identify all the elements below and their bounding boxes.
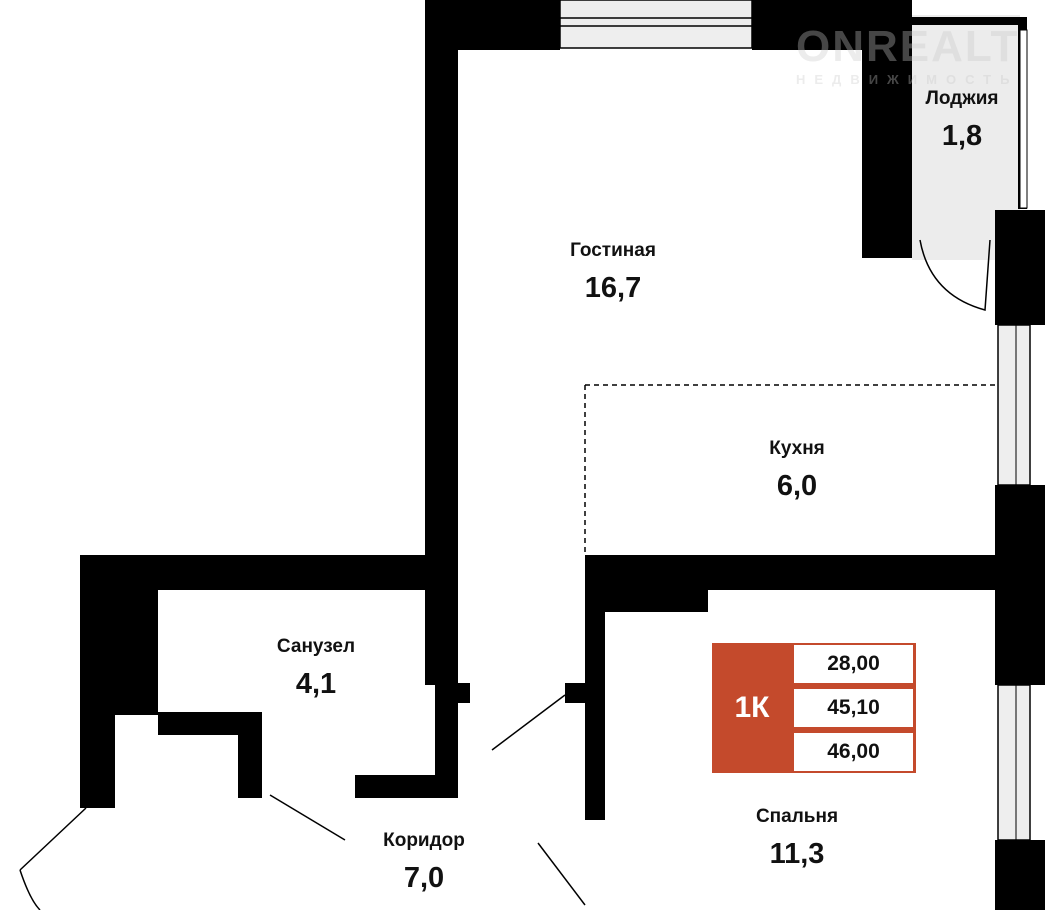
room-name: Санузел — [276, 636, 356, 657]
room-bedroom: Спальня 11,3 — [756, 806, 838, 871]
room-name: Кухня — [769, 438, 825, 459]
wall — [995, 840, 1045, 910]
wall — [435, 685, 458, 797]
door-swing — [19, 807, 87, 910]
loggia-floor — [912, 15, 1020, 210]
room-name: Коридор — [383, 830, 465, 851]
wall — [585, 555, 708, 612]
room-bathroom: Санузел 4,1 — [277, 636, 355, 701]
wall — [158, 712, 262, 735]
wall — [238, 712, 262, 798]
room-corridor: Коридор 7,0 — [383, 830, 465, 895]
living-area-value: 28,00 — [794, 645, 913, 683]
room-area: 1,8 — [941, 120, 983, 152]
room-loggia: Лоджия 1,8 — [926, 88, 999, 153]
watermark: ONREALT НЕДВИЖИМОСТЬ — [730, 22, 1019, 87]
room-living: Гостиная 16,7 — [570, 240, 656, 305]
room-area: 7,0 — [403, 862, 445, 894]
room-name: Гостиная — [570, 240, 656, 261]
door-swing — [537, 842, 586, 906]
wall — [585, 555, 605, 820]
wall — [995, 210, 1045, 325]
apartment-badge: 1К 28,00 45,10 46,00 — [712, 643, 916, 773]
room-area: 11,3 — [769, 838, 825, 870]
watermark-title: ONREALT — [796, 22, 1020, 71]
room-area: 4,1 — [295, 668, 337, 700]
door-swing — [919, 239, 991, 311]
total-area-value: 45,10 — [794, 689, 913, 727]
room-kitchen: Кухня 6,0 — [769, 438, 825, 503]
wall — [912, 17, 1027, 25]
wall — [565, 683, 587, 703]
window — [997, 684, 1031, 841]
window — [559, 0, 753, 49]
wall — [80, 715, 115, 808]
loggia-floor — [912, 205, 995, 260]
wall — [862, 0, 912, 258]
wall — [458, 683, 470, 703]
door-swing — [269, 794, 346, 841]
wall — [355, 775, 458, 798]
room-name: Лоджия — [925, 88, 999, 109]
total-area-with-loggia-value: 46,00 — [794, 733, 913, 771]
room-name: Спальня — [755, 806, 839, 827]
room-area: 16,7 — [584, 272, 642, 304]
door-swing — [491, 694, 566, 751]
window — [1019, 29, 1028, 209]
apartment-type: 1К — [734, 691, 770, 724]
window — [997, 324, 1031, 486]
watermark-subtitle: НЕДВИЖИМОСТЬ — [796, 72, 1019, 87]
room-area: 6,0 — [776, 470, 818, 502]
wall — [80, 555, 158, 715]
kitchen-divider — [584, 384, 998, 555]
